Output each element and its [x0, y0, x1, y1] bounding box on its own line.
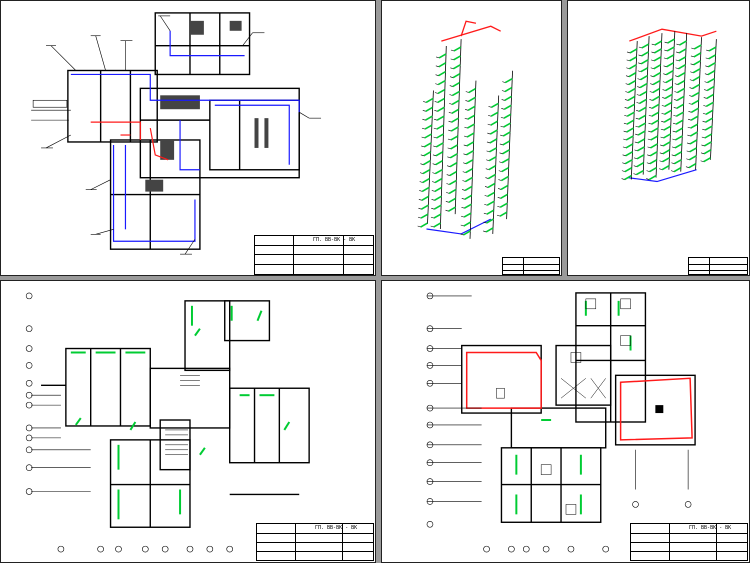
floor-plan-drawing-2 — [25, 292, 310, 553]
title-code: ГП. ВВ-ВК - ВК — [313, 237, 356, 243]
isometric-drawing-1 — [417, 20, 513, 239]
floor-plan-drawing-3 — [426, 292, 696, 553]
title-code: ГП. ВВ-ВК - ВК — [689, 525, 732, 531]
title-block: ГП. ВВ-ВК - ВК — [254, 235, 374, 275]
floor-plan-drawing — [31, 12, 322, 255]
title-block — [688, 257, 748, 275]
sheet-floor-plan-piping[interactable]: ГП. ВВ-ВК - ВК — [0, 0, 376, 276]
title-block — [502, 257, 560, 275]
sheet-isometric-risers-2[interactable] — [567, 0, 750, 276]
title-block: ГП. ВВ-ВК - ВК — [256, 523, 374, 561]
sheet-floor-plan-fixtures[interactable]: ГП. ВВ-ВК - ВК — [0, 280, 376, 563]
title-block: ГП. ВВ-ВК - ВК — [630, 523, 748, 561]
title-code: ГП. ВВ-ВК - ВК — [315, 525, 358, 531]
sheet-floor-plan-rooms[interactable]: ГП. ВВ-ВК - ВК — [381, 280, 750, 563]
isometric-drawing-2 — [621, 28, 717, 183]
sheet-isometric-risers-1[interactable] — [381, 0, 562, 276]
